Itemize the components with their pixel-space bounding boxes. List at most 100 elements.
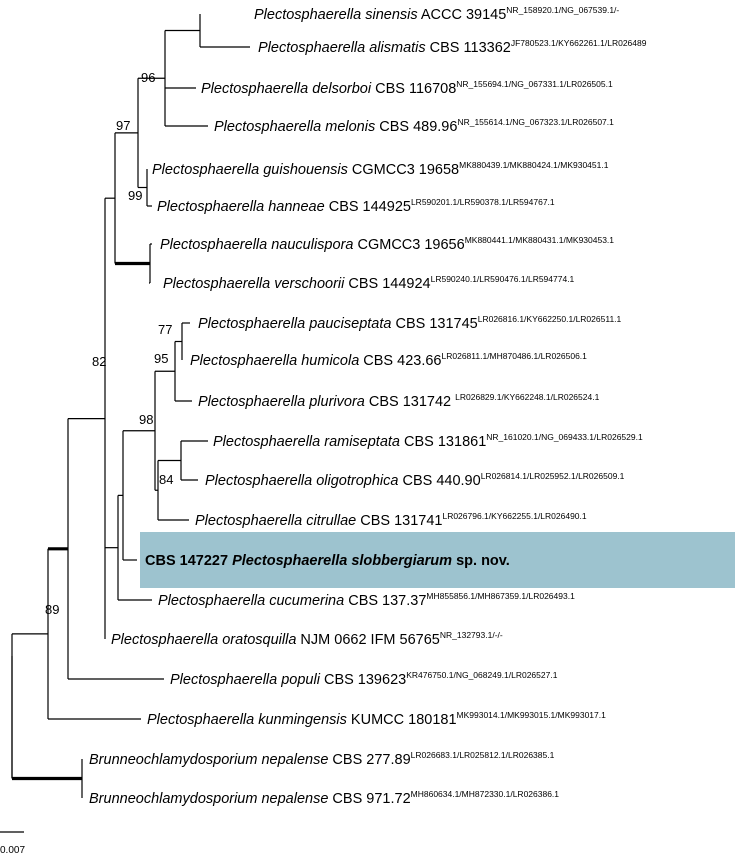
taxon-species: Plectosphaerella citrullae [195, 513, 356, 529]
taxon-label-hanneae: Plectosphaerella hanneae CBS 144925LR590… [157, 197, 555, 215]
bootstrap-value: 89 [45, 602, 59, 617]
taxon-strain: CBS 489.96 [375, 119, 457, 135]
taxon-label-delsorboi: Plectosphaerella delsorboi CBS 116708NR_… [201, 79, 613, 97]
taxon-strain: CBS 131741 [356, 513, 442, 529]
taxon-species: Plectosphaerella melonis [214, 119, 375, 135]
taxon-species: Plectosphaerella kunmingensis [147, 712, 347, 728]
taxon-strain: CBS 137.37 [344, 593, 426, 609]
taxon-strain: CGMCC3 19656 [353, 237, 464, 253]
taxon-label-ramiseptata: Plectosphaerella ramiseptata CBS 131861N… [213, 432, 643, 450]
taxon-species: Plectosphaerella sinensis [254, 7, 418, 23]
taxon-strain: CBS 113362 [426, 40, 511, 56]
taxon-strain: ACCC 39145 [418, 7, 507, 23]
taxon-label-pauciseptata: Plectosphaerella pauciseptata CBS 131745… [198, 314, 622, 332]
taxon-accession: LR026796.1/KY662255.1/LR026490.1 [442, 511, 586, 521]
taxon-accession: MK880441.1/MK880431.1/MK930453.1 [465, 235, 615, 245]
taxon-label-citrullae: Plectosphaerella citrullae CBS 131741LR0… [195, 511, 587, 529]
taxon-label-verschoorii: Plectosphaerella verschoorii CBS 144924L… [163, 274, 575, 292]
taxon-strain: CBS 116708 [371, 81, 456, 97]
taxon-species: Plectosphaerella ramiseptata [213, 434, 400, 450]
taxon-strain: KUMCC 180181 [347, 712, 457, 728]
taxon-accession: NR_132793.1/-/- [440, 630, 503, 640]
taxon-strain: CBS 423.66 [359, 353, 441, 369]
taxon-label-plurivora: Plectosphaerella plurivora CBS 131742 LR… [198, 392, 600, 410]
taxon-strain: CBS 131861 [400, 434, 486, 450]
bootstrap-value: 77 [158, 322, 172, 337]
taxon-strain: NJM 0662 IFM 56765 [296, 632, 439, 648]
taxon-label-melonis: Plectosphaerella melonis CBS 489.96NR_15… [214, 117, 614, 135]
taxon-label-sinensis: Plectosphaerella sinensis ACCC 39145NR_1… [254, 5, 619, 23]
taxon-label-kunmingensis: Plectosphaerella kunmingensis KUMCC 1801… [147, 710, 606, 728]
scale-bar-label: 0.007 [0, 845, 25, 855]
taxon-species: Plectosphaerella guishouensis [152, 162, 348, 178]
taxon-accession: LR026829.1/KY662248.1/LR026524.1 [455, 392, 599, 402]
taxon-label-populi: Plectosphaerella populi CBS 139623KR4767… [170, 670, 558, 688]
tree-branches [11, 14, 250, 798]
taxon-labels: Plectosphaerella sinensis ACCC 39145NR_1… [89, 5, 647, 807]
taxon-accession: KR476750.1/NG_068249.1/LR026527.1 [406, 670, 558, 680]
taxon-species: Plectosphaerella hanneae [157, 199, 325, 215]
bootstrap-value: 96 [141, 70, 155, 85]
taxon-species: Plectosphaerella populi [170, 672, 321, 688]
taxon-strain: CBS 277.89 [328, 752, 410, 768]
taxon-species: Plectosphaerella alismatis [258, 40, 426, 56]
bootstrap-value: 98 [139, 412, 153, 427]
taxon-species: Brunneochlamydosporium nepalense [89, 752, 328, 768]
taxon-accession: MH860634.1/MH872330.1/LR026386.1 [411, 789, 560, 799]
taxon-accession: LR590201.1/LR590378.1/LR594767.1 [411, 197, 555, 207]
bootstrap-value: 97 [116, 118, 130, 133]
bootstrap-value: 99 [128, 188, 142, 203]
taxon-prefix: CBS 147227 [145, 553, 232, 569]
scale-bar: 0.007 [0, 831, 25, 855]
taxon-species: Plectosphaerella oratosquilla [111, 632, 296, 648]
taxon-accession: NR_161020.1/NG_069433.1/LR026529.1 [486, 432, 643, 442]
taxon-accession: NR_155614.1/NG_067323.1/LR026507.1 [457, 117, 614, 127]
taxon-species: Brunneochlamydosporium nepalense [89, 791, 328, 807]
taxon-strain: CBS 131745 [391, 316, 477, 332]
taxon-accession: LR590240.1/LR590476.1/LR594774.1 [431, 274, 575, 284]
taxon-strain: CBS 144925 [325, 199, 411, 215]
taxon-accession: LR026811.1/MH870486.1/LR026506.1 [442, 351, 588, 361]
taxon-label-cucumerina: Plectosphaerella cucumerina CBS 137.37MH… [158, 591, 575, 609]
taxon-accession: LR026683.1/LR025812.1/LR026385.1 [411, 750, 555, 760]
taxon-label-brunneo2: Brunneochlamydosporium nepalense CBS 971… [89, 789, 559, 807]
taxon-label-oligotrophica: Plectosphaerella oligotrophica CBS 440.9… [205, 471, 625, 489]
taxon-species: Plectosphaerella cucumerina [158, 593, 344, 609]
taxon-accession: MK993014.1/MK993015.1/MK993017.1 [457, 710, 607, 720]
taxon-species: Plectosphaerella humicola [190, 353, 359, 369]
taxon-label-brunneo1: Brunneochlamydosporium nepalense CBS 277… [89, 750, 555, 768]
taxon-label-humicola: Plectosphaerella humicola CBS 423.66LR02… [190, 351, 587, 369]
taxon-strain: CBS 971.72 [328, 791, 410, 807]
taxon-species: Plectosphaerella verschoorii [163, 276, 345, 292]
taxon-strain: CBS 139623 [320, 672, 406, 688]
taxon-label-alismatis: Plectosphaerella alismatis CBS 113362JF7… [258, 38, 647, 56]
taxon-accession: NR_155694.1/NG_067331.1/LR026505.1 [456, 79, 613, 89]
taxon-species: Plectosphaerella slobbergiarum [232, 553, 452, 569]
bootstrap-value: 95 [154, 351, 168, 366]
taxon-accession: JF780523.1/KY662261.1/LR026489 [511, 38, 647, 48]
taxon-strain: sp. nov. [452, 553, 510, 569]
taxon-label-nauculispora: Plectosphaerella nauculispora CGMCC3 196… [160, 235, 614, 253]
taxon-accession: LR026814.1/LR025952.1/LR026509.1 [481, 471, 625, 481]
taxon-strain: CBS 131742 [365, 394, 455, 410]
taxon-label-guishouensis: Plectosphaerella guishouensis CGMCC3 196… [152, 160, 609, 178]
taxon-accession: NR_158920.1/NG_067539.1/- [506, 5, 619, 15]
taxon-strain: CGMCC3 19658 [348, 162, 459, 178]
bootstrap-values: 96 97 99 77 95 98 84 82 89 [45, 70, 173, 617]
taxon-accession: MK880439.1/MK880424.1/MK930451.1 [459, 160, 609, 170]
taxon-label-oratosquilla: Plectosphaerella oratosquilla NJM 0662 I… [111, 630, 503, 648]
taxon-strain: CBS 144924 [344, 276, 430, 292]
taxon-species: Plectosphaerella oligotrophica [205, 473, 398, 489]
taxon-label-slobbergiarum: CBS 147227 Plectosphaerella slobbergiaru… [145, 553, 510, 569]
taxon-accession: MH855856.1/MH867359.1/LR026493.1 [426, 591, 575, 601]
taxon-accession: LR026816.1/KY662250.1/LR026511.1 [478, 314, 622, 324]
bootstrap-value: 82 [92, 354, 106, 369]
bootstrap-value: 84 [159, 472, 173, 487]
taxon-strain: CBS 440.90 [398, 473, 480, 489]
taxon-species: Plectosphaerella plurivora [198, 394, 365, 410]
taxon-species: Plectosphaerella delsorboi [201, 81, 372, 97]
taxon-species: Plectosphaerella pauciseptata [198, 316, 391, 332]
taxon-species: Plectosphaerella nauculispora [160, 237, 353, 253]
new-species-highlight [140, 532, 735, 588]
